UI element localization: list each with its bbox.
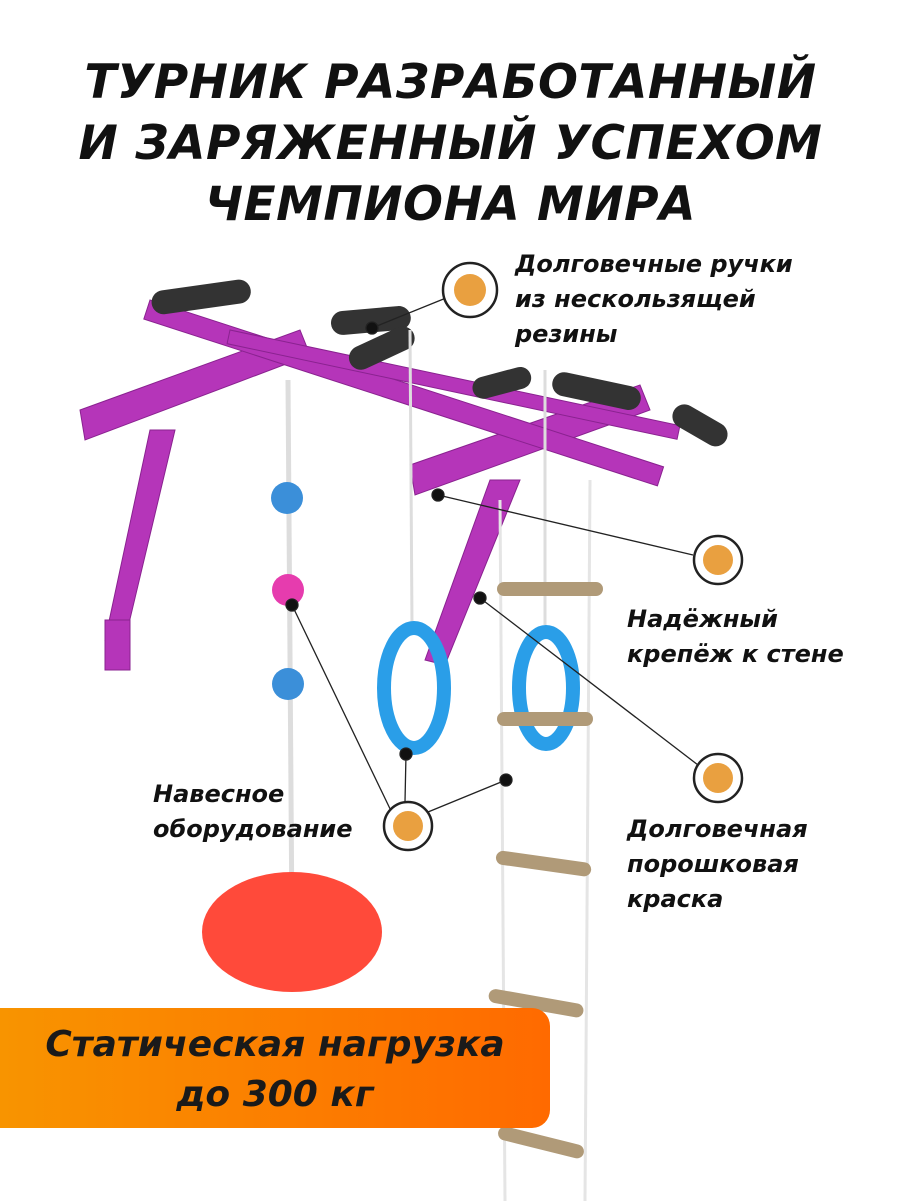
callout-line: Навесное xyxy=(153,780,285,808)
callout-line: Долговечная xyxy=(627,815,808,843)
banner-line: до 300 кг xyxy=(176,1074,374,1115)
callout-line: резины xyxy=(515,320,618,348)
pullup-bar-frame xyxy=(79,299,681,671)
callout-markers xyxy=(382,261,744,852)
callout-line: Надёжный xyxy=(627,605,778,633)
callout-line: Долговечные ручки xyxy=(515,250,793,278)
title-line: ТУРНИК РАЗРАБОТАННЫЙ xyxy=(84,55,817,110)
disc-swing xyxy=(202,872,382,992)
title-line: И ЗАРЯЖЕННЫЙ УСПЕХОМ xyxy=(78,116,823,171)
callout-line: из нескользящей xyxy=(515,285,756,313)
callout-line: краска xyxy=(627,885,724,913)
title-line: ЧЕМПИОНА МИРА xyxy=(205,177,696,232)
page-title: ТУРНИК РАЗРАБОТАННЫЙ И ЗАРЯЖЕННЫЙ УСПЕХО… xyxy=(0,52,901,235)
load-banner: Статическая нагрузка до 300 кг xyxy=(0,1008,550,1128)
callout-mount: Надёжный крепёж к стене xyxy=(627,602,844,672)
callout-line: порошковая xyxy=(627,850,799,878)
callout-handles: Долговечные ручки из нескользящей резины xyxy=(515,247,793,352)
climbing-rope xyxy=(202,379,382,992)
callout-paint: Долговечная порошковая краска xyxy=(627,812,808,917)
banner-line: Статическая нагрузка xyxy=(45,1024,505,1065)
callout-line: оборудование xyxy=(153,815,353,843)
callout-equipment: Навесное оборудование xyxy=(153,777,353,847)
leader-lines xyxy=(285,297,699,816)
callout-line: крепёж к стене xyxy=(627,640,844,668)
rubber-handles xyxy=(151,279,728,447)
